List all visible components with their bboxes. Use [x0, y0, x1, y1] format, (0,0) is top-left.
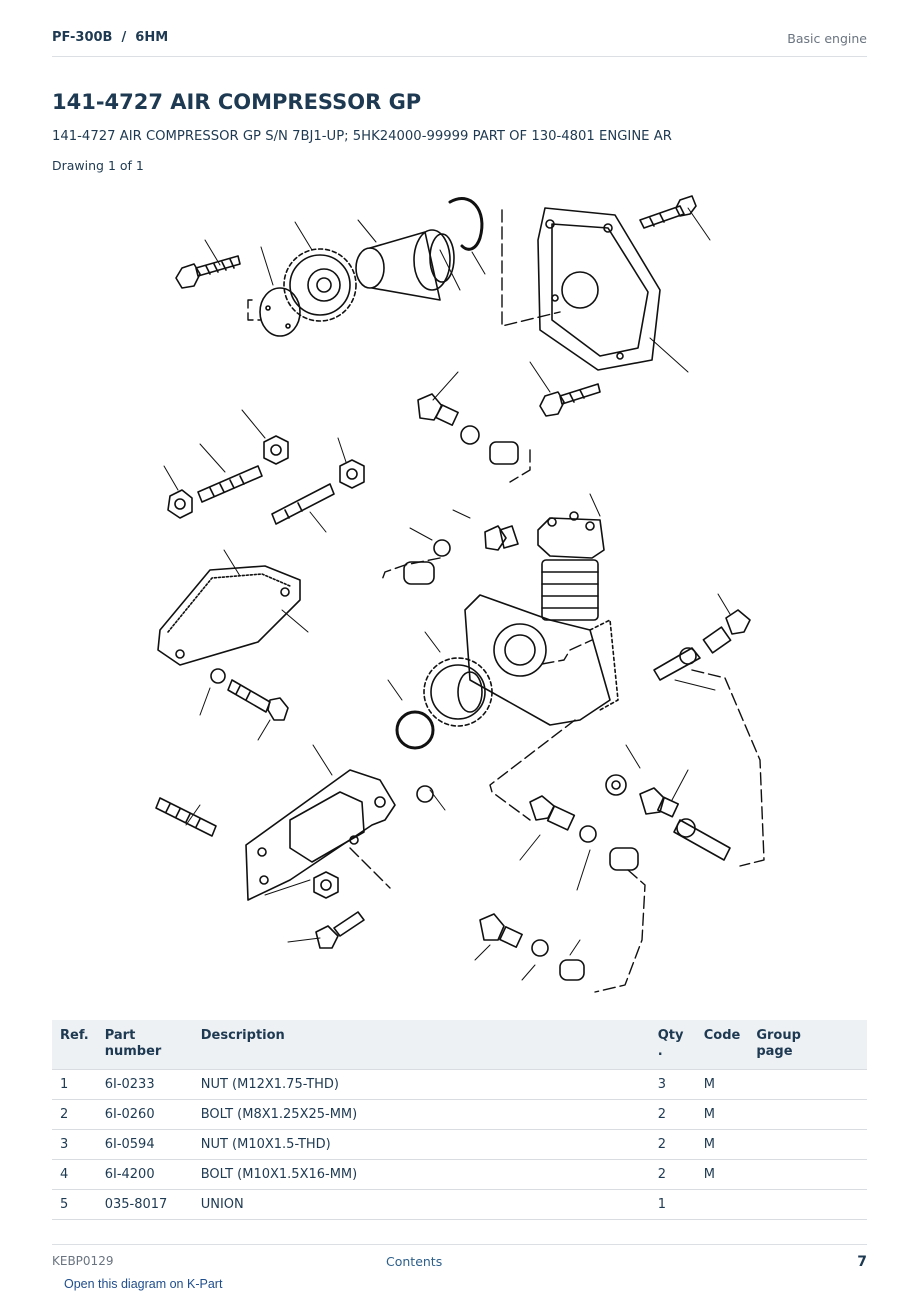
stud-left — [197, 465, 263, 503]
fitting-middle — [403, 525, 519, 585]
coupling-sleeve — [355, 229, 455, 301]
drive-gear-lower — [423, 657, 493, 727]
page-header: PF-300B / 6HM Basic engine — [52, 0, 867, 57]
stud-lower-left — [155, 797, 217, 837]
cell-ref: 3 — [52, 1129, 97, 1160]
cell-code: M — [695, 1129, 749, 1160]
table-row: 3 6I-0594 NUT (M10X1.5-THD) 2 M — [52, 1129, 867, 1160]
table-row: 4 6I-4200 BOLT (M10X1.5X16-MM) 2 M — [52, 1159, 867, 1190]
parts-table: Ref. Part number Description Qty . Code … — [52, 1020, 867, 1220]
col-header-ref: Ref. — [52, 1020, 97, 1070]
table-row: 5 035-8017 UNION 1 — [52, 1189, 867, 1220]
nut-middle-left — [263, 435, 289, 465]
cell-qty: 1 — [649, 1189, 696, 1220]
model-label: PF-300B / 6HM — [52, 30, 169, 45]
cell-qty: 2 — [649, 1159, 696, 1190]
fitting-upper — [417, 393, 519, 465]
col-header-qty: Qty . — [649, 1020, 696, 1070]
table-row: 2 6I-0260 BOLT (M8X1.25X25-MM) 2 M — [52, 1099, 867, 1130]
washer-lower-right — [605, 774, 627, 796]
nut-bracket — [313, 871, 339, 899]
page-subtitle: 141-4727 AIR COMPRESSOR GP S/N 7BJ1-UP; … — [52, 129, 672, 144]
cell-part-number: 6I-0233 — [96, 1069, 193, 1100]
nut-center — [339, 459, 365, 489]
leader-lines — [163, 207, 731, 981]
cell-group-page — [748, 1069, 867, 1100]
cell-code: M — [695, 1069, 749, 1100]
cell-group-page — [748, 1189, 867, 1220]
fitting-right-upper — [653, 609, 751, 681]
mounting-plate-top — [537, 207, 661, 371]
thrust-plate — [259, 287, 301, 337]
cell-part-number: 6I-0260 — [96, 1099, 193, 1130]
doc-id: KEBP0129 — [52, 1254, 114, 1268]
cell-description: UNION — [192, 1189, 650, 1220]
col-header-part-number: Part number — [96, 1020, 193, 1070]
cell-qty: 2 — [649, 1099, 696, 1130]
page-footer: KEBP0129 Contents 7 — [52, 1244, 867, 1270]
cell-group-page — [748, 1099, 867, 1130]
assembly-dashed-lines — [247, 209, 765, 993]
drive-gear-top — [283, 248, 357, 322]
bolt-lower-left — [227, 679, 289, 721]
fitting-lower-center — [529, 795, 639, 871]
bolt-middle — [539, 383, 601, 417]
cell-group-page — [748, 1129, 867, 1160]
cell-ref: 1 — [52, 1069, 97, 1100]
col-header-group-page: Group page — [748, 1020, 867, 1070]
gasket — [157, 565, 301, 666]
table-row: 1 6I-0233 NUT (M12X1.75-THD) 3 M — [52, 1069, 867, 1100]
mounting-bracket — [245, 769, 396, 901]
cell-description: NUT (M12X1.75-THD) — [192, 1069, 650, 1100]
cell-part-number: 6I-0594 — [96, 1129, 193, 1160]
washer-left — [210, 668, 226, 684]
cell-code: M — [695, 1159, 749, 1190]
kpart-link[interactable]: Open this diagram on K-Part — [64, 1277, 223, 1291]
cell-description: BOLT (M8X1.25X25-MM) — [192, 1099, 650, 1130]
qty-header-text: Qty . — [657, 1028, 684, 1059]
bolt-bracket — [315, 911, 365, 949]
cell-part-number: 6I-4200 — [96, 1159, 193, 1190]
fitting-lower-right — [639, 787, 731, 861]
section-label: Basic engine — [787, 31, 867, 46]
cell-ref: 2 — [52, 1099, 97, 1130]
cell-part-number: 035-8017 — [96, 1189, 193, 1220]
cell-group-page — [748, 1159, 867, 1190]
cell-ref: 4 — [52, 1159, 97, 1190]
cell-code: M — [695, 1099, 749, 1130]
bolt-top-right — [639, 195, 697, 229]
col-header-description: Description — [192, 1020, 650, 1070]
group-page-header-text: Group page — [756, 1028, 801, 1059]
compressor-body — [464, 511, 619, 726]
table-header-row: Ref. Part number Description Qty . Code … — [52, 1020, 867, 1070]
cell-description: BOLT (M10X1.5X16-MM) — [192, 1159, 650, 1190]
o-ring-top — [448, 196, 484, 251]
fitting-bottom — [479, 913, 585, 981]
contents-link[interactable]: Contents — [386, 1254, 443, 1269]
col-header-code: Code — [695, 1020, 749, 1070]
drawing-count: Drawing 1 of 1 — [52, 158, 144, 173]
o-ring-lower — [395, 710, 435, 750]
page-number: 7 — [857, 1254, 867, 1270]
nut-left — [167, 489, 193, 519]
cell-description: NUT (M10X1.5-THD) — [192, 1129, 650, 1160]
cell-ref: 5 — [52, 1189, 97, 1220]
bolt-top-left — [175, 255, 241, 289]
cell-code — [695, 1189, 749, 1220]
stud-middle — [271, 483, 335, 525]
cell-qty: 2 — [649, 1129, 696, 1160]
cell-qty: 3 — [649, 1069, 696, 1100]
washer-bracket — [416, 785, 434, 803]
exploded-parts-diagram — [155, 195, 765, 993]
page-title: 141-4727 AIR COMPRESSOR GP — [52, 90, 422, 114]
